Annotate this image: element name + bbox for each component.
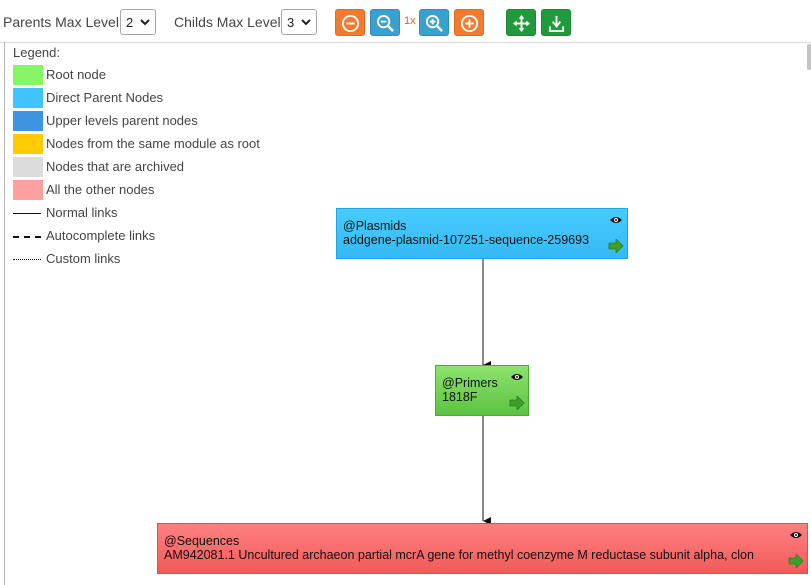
legend-item-other: All the other nodes: [13, 180, 313, 200]
node-label: 1818F: [442, 390, 478, 404]
eye-icon[interactable]: [789, 530, 803, 540]
legend-item-archived: Nodes that are archived: [13, 157, 313, 177]
download-graph-button[interactable]: [541, 9, 571, 36]
graph-toolbar: Parents Max Level 2 Childs Max Level 3 1…: [0, 0, 811, 43]
eye-icon[interactable]: [510, 372, 524, 382]
parents-max-level-label: Parents Max Level: [3, 14, 119, 30]
legend-label: Autocomplete links: [46, 228, 156, 243]
legend-label: Custom links: [46, 251, 121, 266]
childs-max-level-value: 3: [287, 15, 295, 30]
legend-item-normal-links: Normal links: [13, 203, 313, 223]
node-label: addgene-plasmid-107251-sequence-259693: [343, 233, 590, 247]
node-sequences[interactable]: @Sequences AM942081.1 Uncultured archaeo…: [157, 523, 808, 574]
eye-icon[interactable]: [609, 215, 623, 225]
parents-max-level-select[interactable]: 2: [120, 9, 156, 35]
scrollbar[interactable]: [807, 44, 811, 70]
zoom-in-circle-icon: [460, 14, 479, 33]
move-arrows-icon: [512, 14, 531, 33]
go-to-arrow-icon[interactable]: [509, 396, 525, 410]
zoom-in-button[interactable]: [419, 9, 449, 36]
solid-line-sample: [13, 213, 41, 214]
dotted-line-sample: [13, 259, 41, 260]
node-primers[interactable]: @Primers 1818F: [435, 365, 529, 416]
node-module: @Plasmids: [343, 219, 407, 233]
legend-swatch: [13, 111, 43, 131]
legend-item-upper-parent: Upper levels parent nodes: [13, 111, 313, 131]
zoom-in-circle-button[interactable]: [454, 9, 484, 36]
legend-label: All the other nodes: [46, 182, 155, 197]
legend-swatch: [13, 65, 43, 85]
legend-item-custom-links: Custom links: [13, 249, 313, 269]
legend-label: Nodes from the same module as root: [46, 136, 260, 151]
chevron-down-icon: [140, 19, 150, 26]
zoom-level-indicator: 1x: [404, 15, 416, 27]
zoom-out-button[interactable]: [370, 9, 400, 36]
legend-swatch: [13, 180, 43, 200]
legend-item-direct-parent: Direct Parent Nodes: [13, 88, 313, 108]
graph-canvas[interactable]: [4, 42, 811, 585]
legend-label: Normal links: [46, 205, 118, 220]
go-to-arrow-icon[interactable]: [788, 554, 804, 568]
zoom-in-magnifier-icon: [425, 14, 443, 32]
download-icon: [548, 15, 565, 33]
legend-label: Direct Parent Nodes: [46, 90, 164, 105]
legend-item-root: Root node: [13, 65, 313, 85]
childs-max-level-label: Childs Max Level: [174, 14, 281, 30]
zoom-out-circle-button[interactable]: [335, 9, 365, 36]
legend-swatch: [13, 134, 43, 154]
node-module: @Sequences: [164, 534, 240, 548]
node-module: @Primers: [442, 376, 498, 390]
node-plasmids[interactable]: @Plasmids addgene-plasmid-107251-sequenc…: [336, 208, 628, 259]
go-to-arrow-icon[interactable]: [608, 239, 624, 253]
zoom-out-circle-icon: [341, 14, 360, 33]
legend-label: Nodes that are archived: [46, 159, 185, 174]
parents-max-level-value: 2: [126, 15, 134, 30]
legend-label: Root node: [46, 67, 106, 82]
move-graph-button[interactable]: [506, 9, 536, 36]
legend-swatch: [13, 88, 43, 108]
zoom-out-magnifier-icon: [376, 14, 394, 32]
legend-item-same-module: Nodes from the same module as root: [13, 134, 313, 154]
legend-swatch: [13, 157, 43, 177]
legend-label: Upper levels parent nodes: [46, 113, 198, 128]
node-label: AM942081.1 Uncultured archaeon partial m…: [164, 548, 754, 562]
dashed-line-sample: [13, 236, 41, 238]
childs-max-level-select[interactable]: 3: [281, 9, 317, 35]
legend-title: Legend:: [13, 45, 60, 60]
chevron-down-icon: [301, 19, 311, 26]
legend-item-autocomplete-links: Autocomplete links: [13, 226, 313, 246]
